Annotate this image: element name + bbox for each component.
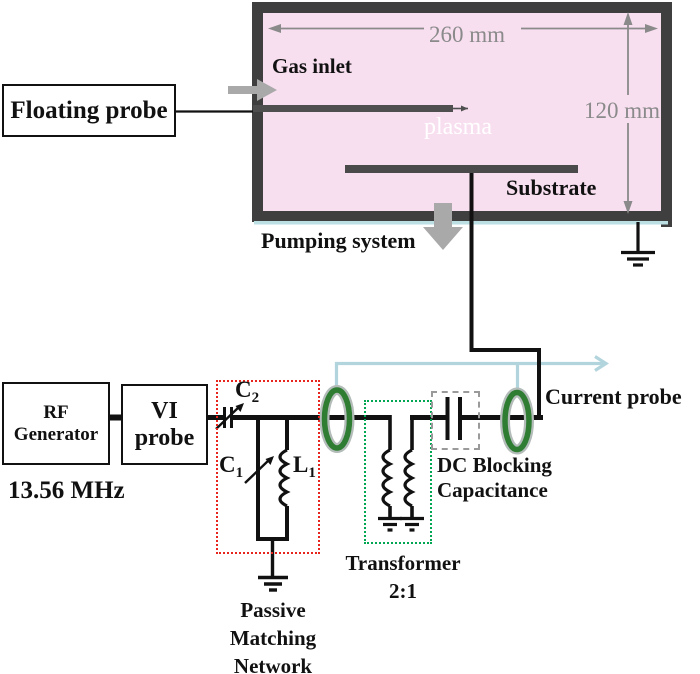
dc-blocking-line1: DC Blocking (437, 453, 552, 477)
matching-ground-icon (258, 539, 288, 592)
transformer-secondary-coil-icon (403, 415, 416, 517)
floating-probe-label: Floating probe (10, 96, 168, 124)
matching-line3: Network (233, 654, 313, 674)
transformer-line1: Transformer (345, 551, 461, 575)
chamber-right-wall (661, 2, 672, 227)
floating-probe-box: Floating probe (2, 84, 176, 137)
dc-blocking-line2: Capacitance (437, 478, 548, 502)
current-sensor-toroid-left (319, 385, 355, 453)
plasma-label: plasma (424, 114, 492, 140)
rf-generator-line2: Generator (13, 423, 99, 445)
c2-sub: 2 (251, 390, 260, 406)
c1-label: C1 (219, 452, 243, 482)
transformer-box (364, 400, 432, 544)
rf-generator-line1: RF (43, 401, 69, 423)
height-dimension-arrow (623, 12, 633, 214)
transformer-primary-ground-icon (378, 516, 402, 532)
rf-generator-box: RF Generator (2, 382, 110, 465)
chamber-ground-icon (621, 222, 655, 267)
vi-probe-line1: VI (151, 397, 178, 424)
gas-inlet-arrow-icon (228, 79, 277, 101)
current-sensor-toroid-right (500, 387, 534, 455)
frequency-label: 13.56 MHz (8, 477, 125, 504)
gas-inlet-label: Gas inlet (272, 54, 352, 78)
transformer-label: Transformer 2:1 (338, 549, 468, 605)
floating-probe-rod (253, 105, 453, 112)
transformer-secondary-ground-icon (400, 516, 424, 532)
l1-label: L1 (293, 452, 316, 482)
c1-sub: 1 (235, 465, 244, 481)
c2-base: C (235, 377, 252, 402)
pumping-system-label: Pumping system (261, 228, 416, 253)
variable-capacitor-c1-icon (244, 415, 274, 539)
transformer-primary-coil-icon (381, 415, 394, 517)
vi-probe-line2: probe (134, 424, 195, 451)
matching-line1: Passive (240, 598, 306, 622)
pumping-arrow-icon (423, 203, 463, 250)
vi-probe-box: VI probe (121, 384, 208, 465)
dc-blocking-capacitor-icon (445, 397, 462, 440)
substrate-feed-wire (469, 173, 541, 417)
substrate-holder (345, 165, 578, 173)
substrate-label: Substrate (506, 175, 597, 200)
c2-label: C2 (235, 377, 259, 407)
current-probe-label: Current probe (545, 384, 682, 409)
matching-network-box (216, 380, 320, 554)
variable-capacitor-c2-icon (215, 403, 244, 430)
chamber-height-label: 120 mm (584, 98, 661, 123)
l1-base: L (293, 452, 309, 477)
chamber-width-label: 260 mm (429, 22, 506, 47)
inductor-l1-icon (278, 415, 291, 539)
width-dimension-arrow (268, 24, 658, 33)
dc-blocking-box (431, 391, 480, 450)
chamber-bottom-seal-line (254, 221, 668, 225)
transformer-line2: 2:1 (389, 579, 417, 603)
l1-sub: 1 (308, 465, 316, 481)
probe-tip-arrow-icon (461, 105, 468, 112)
c1-base: C (219, 452, 236, 477)
current-probe-arrow-icon (594, 355, 609, 372)
matching-line2: Matching (229, 626, 317, 650)
matching-network-label: Passive Matching Network (213, 596, 333, 674)
dc-blocking-label: DC Blocking Capacitance (437, 453, 552, 503)
